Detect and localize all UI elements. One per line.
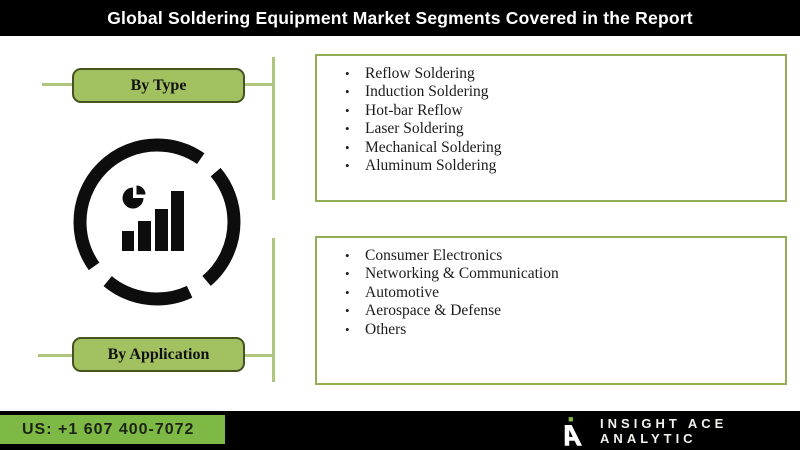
list-item: Induction Soldering [365,83,775,101]
list-item: Consumer Electronics [365,247,775,265]
list-item: Aluminum Soldering [365,157,775,175]
connector-vertical-bottom [272,238,275,382]
by-type-list: Reflow SolderingInduction SolderingHot-b… [317,56,785,175]
connector-bottom-right [245,354,274,357]
by-type-label: By Type [130,76,187,94]
list-item: Networking & Communication [365,265,775,283]
list-item: Reflow Soldering [365,65,775,83]
by-application-label-button: By Application [72,337,245,372]
list-item: Others [365,321,775,339]
market-analytics-chart-icon [73,138,241,306]
page-title: Global Soldering Equipment Market Segmen… [107,7,693,28]
by-application-label: By Application [107,345,210,363]
connector-top-right [245,83,274,86]
footer-bar: US: +1 607 400-7072 INSIGHT ACE ANALYTIC [0,411,800,450]
connector-vertical-top [272,57,275,200]
by-application-list: Consumer ElectronicsNetworking & Communi… [317,238,785,339]
by-type-items-box: Reflow SolderingInduction SolderingHot-b… [315,54,787,202]
by-type-label-button: By Type [72,68,245,103]
title-banner: Global Soldering Equipment Market Segmen… [0,0,800,36]
brand-block: INSIGHT ACE ANALYTIC [563,412,800,449]
list-item: Automotive [365,284,775,302]
phone-number: US: +1 607 400-7072 [22,420,195,438]
list-item: Aerospace & Defense [365,302,775,320]
connector-stub-top-left [42,83,72,86]
list-item: Hot-bar Reflow [365,102,775,120]
company-name: INSIGHT ACE ANALYTIC [600,415,728,446]
connector-stub-bottom-left [38,354,72,357]
list-item: Mechanical Soldering [365,139,775,157]
phone-badge: US: +1 607 400-7072 [0,415,225,444]
by-application-items-box: Consumer ElectronicsNetworking & Communi… [315,236,787,385]
insight-ace-logo-icon [564,416,583,446]
list-item: Laser Soldering [365,120,775,138]
